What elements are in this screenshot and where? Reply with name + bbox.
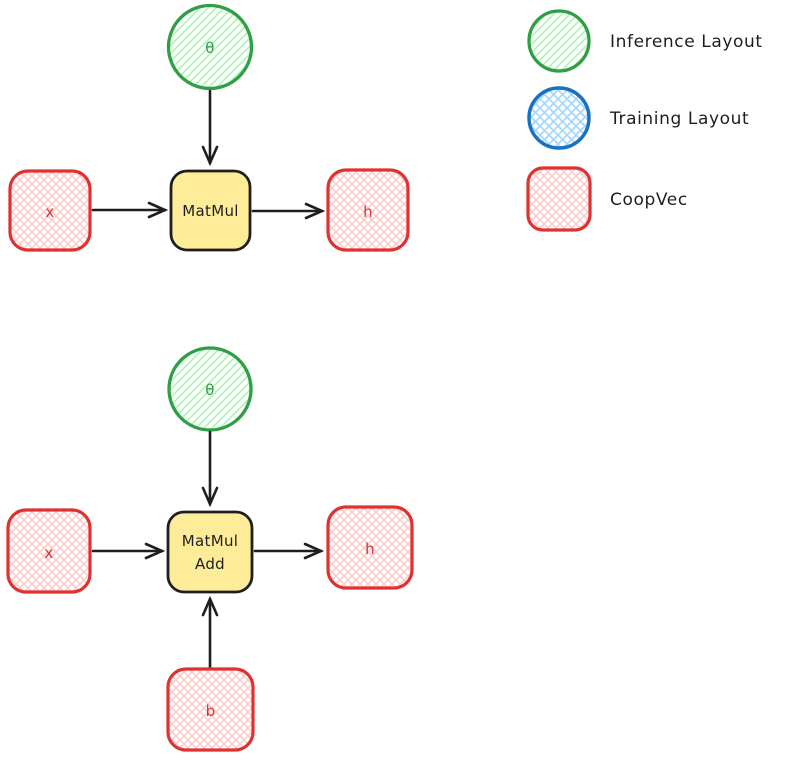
legend-label-coopvec: CoopVec	[610, 190, 688, 210]
bottom-theta-node	[167, 346, 253, 432]
legend: Inference Layout Training Layout CoopVec	[526, 9, 763, 232]
top-matmul-node	[169, 169, 252, 252]
top-x-label: x	[45, 203, 54, 221]
bottom-x-node	[6, 508, 92, 594]
top-h-node	[326, 168, 410, 252]
legend-label-training-layout: Training Layout	[609, 109, 749, 129]
bottom-theta-label: θ	[205, 381, 214, 399]
top-theta-node	[166, 3, 254, 91]
legend-swatch-coopvec	[526, 166, 592, 232]
top-diagram: θ x MatMul h	[8, 3, 410, 252]
bottom-matmuladd-label-line1: MatMul	[182, 532, 238, 550]
bottom-diagram: θ x MatMul Add h b	[6, 346, 414, 752]
bottom-h-node	[326, 505, 414, 590]
legend-swatch-training-layout	[527, 86, 591, 150]
top-h-label: h	[363, 203, 373, 221]
bottom-b-node	[166, 667, 255, 752]
top-x-node	[8, 169, 92, 252]
bottom-x-label: x	[44, 544, 53, 562]
bottom-h-label: h	[365, 540, 375, 558]
bottom-b-label: b	[206, 702, 216, 720]
legend-swatch-inference-layout	[527, 9, 591, 73]
bottom-matmuladd-label-line2: Add	[195, 555, 225, 573]
top-matmul-label: MatMul	[182, 202, 238, 220]
top-theta-label: θ	[205, 39, 214, 57]
legend-label-inference-layout: Inference Layout	[610, 32, 763, 52]
bottom-matmuladd-node	[166, 510, 254, 594]
